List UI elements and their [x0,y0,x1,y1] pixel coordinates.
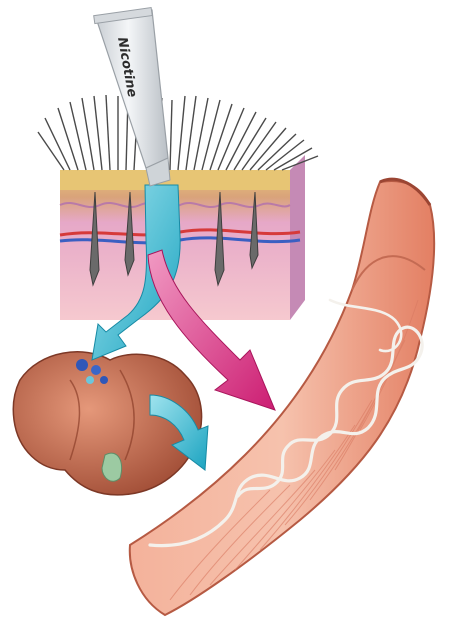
ointment-tube: Nicotine [94,8,170,186]
gallbladder [102,453,122,481]
